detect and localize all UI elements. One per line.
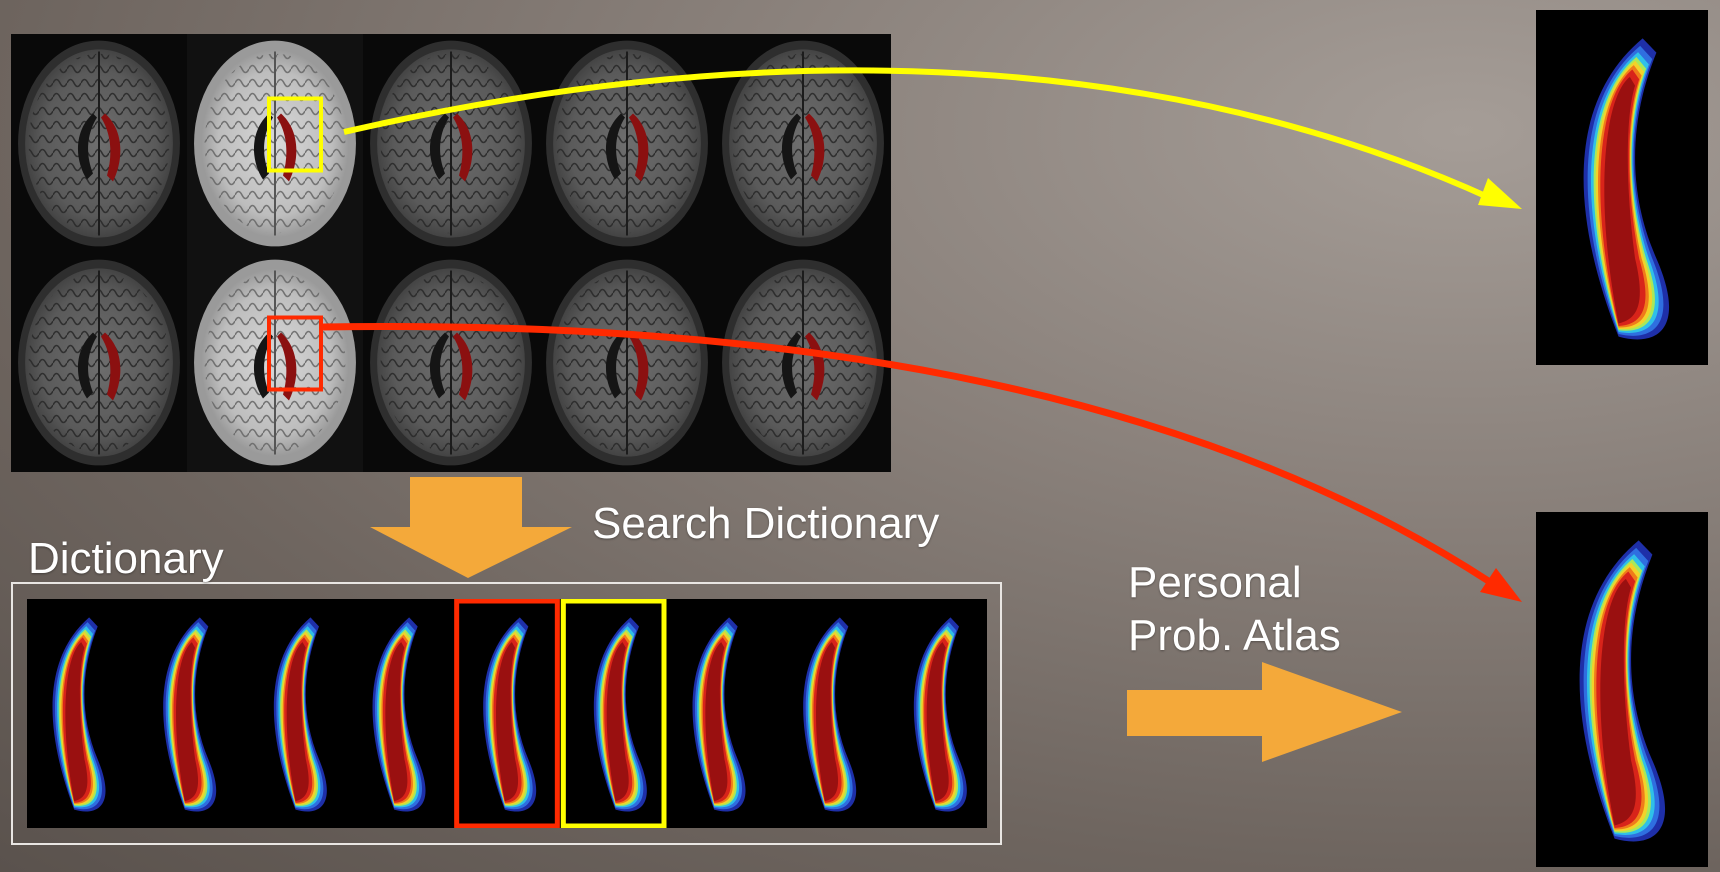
dictionary-atlas [454, 599, 561, 828]
atlas-heatmap-bottom [1536, 512, 1708, 867]
dictionary-atlas [560, 599, 667, 828]
personal-label-line2: Prob. Atlas [1128, 610, 1341, 663]
mri-slice [363, 34, 539, 253]
search-dictionary-label: Search Dictionary [592, 498, 939, 551]
red-arrowhead [1480, 568, 1522, 602]
atlas-heatmap-top [1536, 10, 1708, 365]
mri-slice [539, 34, 715, 253]
dictionary-atlas [240, 599, 347, 828]
mri-slice [187, 34, 363, 253]
dictionary-atlas [774, 599, 881, 828]
mri-slice [363, 253, 539, 472]
personal-atlas-top [1536, 10, 1708, 365]
mri-slice [11, 253, 187, 472]
dictionary-label: Dictionary [28, 533, 224, 586]
mri-slice-grid [11, 34, 891, 472]
personal-prob-atlas-label: Personal Prob. Atlas [1128, 557, 1341, 663]
dictionary-strip [27, 599, 987, 828]
dictionary-atlases [27, 599, 987, 828]
mri-slices [11, 34, 891, 472]
down-arrow-icon [370, 477, 572, 578]
mri-slice [539, 253, 715, 472]
mri-slice [187, 253, 363, 472]
dictionary-atlas [134, 599, 241, 828]
personal-atlas-bottom [1536, 512, 1708, 867]
yellow-arrowhead [1478, 178, 1522, 209]
dictionary-atlas [27, 599, 134, 828]
right-arrow-icon [1127, 662, 1402, 762]
dictionary-atlas [667, 599, 774, 828]
mri-slice [715, 253, 891, 472]
mri-slice [715, 34, 891, 253]
personal-label-line1: Personal [1128, 557, 1341, 610]
mri-slice [11, 34, 187, 253]
dictionary-atlas [347, 599, 454, 828]
dictionary-atlas [880, 599, 987, 828]
